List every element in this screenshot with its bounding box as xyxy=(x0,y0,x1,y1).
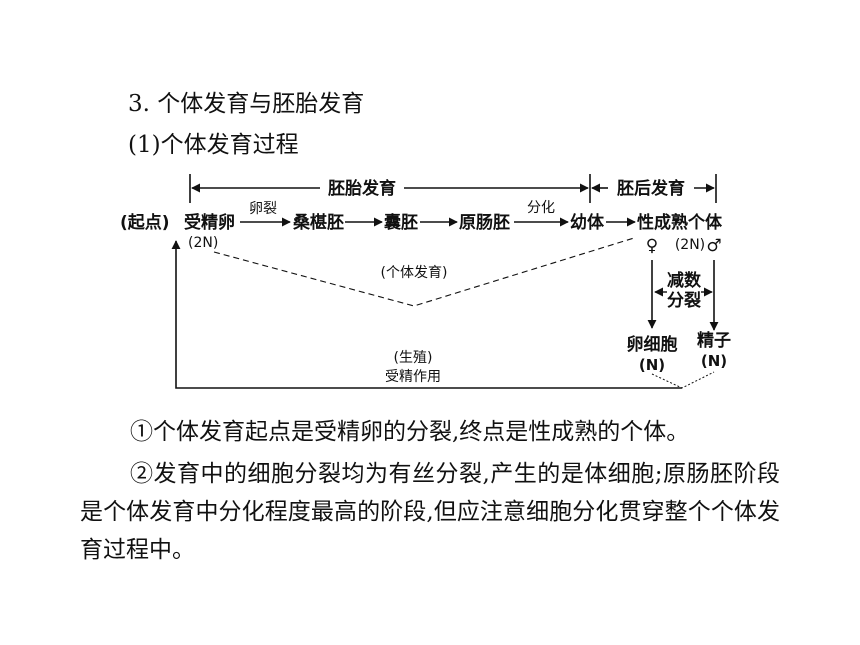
gastrula-node: 原肠胚 xyxy=(459,213,510,233)
individual-development-label: (个体发育) xyxy=(381,265,448,281)
adult-ploidy: (2N) xyxy=(675,237,705,253)
female-symbol: ♀ xyxy=(646,236,658,256)
cleavage-label: 卵裂 xyxy=(249,201,277,217)
individual-development-span: (个体发育) xyxy=(213,237,635,307)
morula-node: 桑椹胚 xyxy=(293,212,344,233)
note-paragraph-1: ①个体发育起点是受精卵的分裂,终点是性成熟的个体。 xyxy=(130,419,690,445)
start-label: (起点) xyxy=(120,212,170,233)
postembryonic-phase-label: 胚后发育 xyxy=(617,178,685,199)
note-paragraph-2: ②发育中的细胞分裂均为有丝分裂,产生的是体细胞;原肠胚阶段是个体发育中分化程度最… xyxy=(80,461,780,563)
meiosis-label-line2: 分裂 xyxy=(667,290,701,311)
zygote-node: 受精卵 xyxy=(184,212,235,233)
juvenile-node: 幼体 xyxy=(570,212,605,233)
meiosis-branch: 减数 分裂 卵细胞 (N) 精子 (N) xyxy=(627,260,731,374)
embryonic-phase-label: 胚胎发育 xyxy=(328,178,396,199)
egg-ploidy: (N) xyxy=(639,356,665,374)
individual-development-dashed-line xyxy=(213,237,635,307)
section-title: 3. 个体发育与胚胎发育 xyxy=(128,91,365,117)
phase-brackets: 胚胎发育 胚后发育 xyxy=(189,174,717,203)
sperm-node: 精子 xyxy=(697,330,731,351)
blastula-node: 囊胚 xyxy=(383,212,418,233)
male-symbol: ♂ xyxy=(706,236,721,256)
differentiation-label: 分化 xyxy=(527,200,555,216)
adult-node: 性成熟个体 xyxy=(637,212,723,233)
egg-node: 卵细胞 xyxy=(627,334,678,355)
zygote-ploidy: (2N) xyxy=(188,235,218,251)
fertilization-label: 受精作用 xyxy=(385,369,441,385)
sperm-ploidy: (N) xyxy=(701,352,727,370)
subsection-title: (1)个体发育过程 xyxy=(128,132,299,158)
fertilization-merge-dotted xyxy=(651,371,715,389)
fertilization-loop: (生殖) 受精作用 xyxy=(171,240,715,389)
fertilization-return-arrow xyxy=(171,240,682,389)
reproduction-label: (生殖) xyxy=(394,349,433,366)
development-chain: (起点) 受精卵 (2N) 卵裂 桑椹胚 囊胚 原肠胚 分化 幼体 性成熟个体 … xyxy=(120,200,723,256)
meiosis-label-line1: 减数 xyxy=(667,270,702,291)
